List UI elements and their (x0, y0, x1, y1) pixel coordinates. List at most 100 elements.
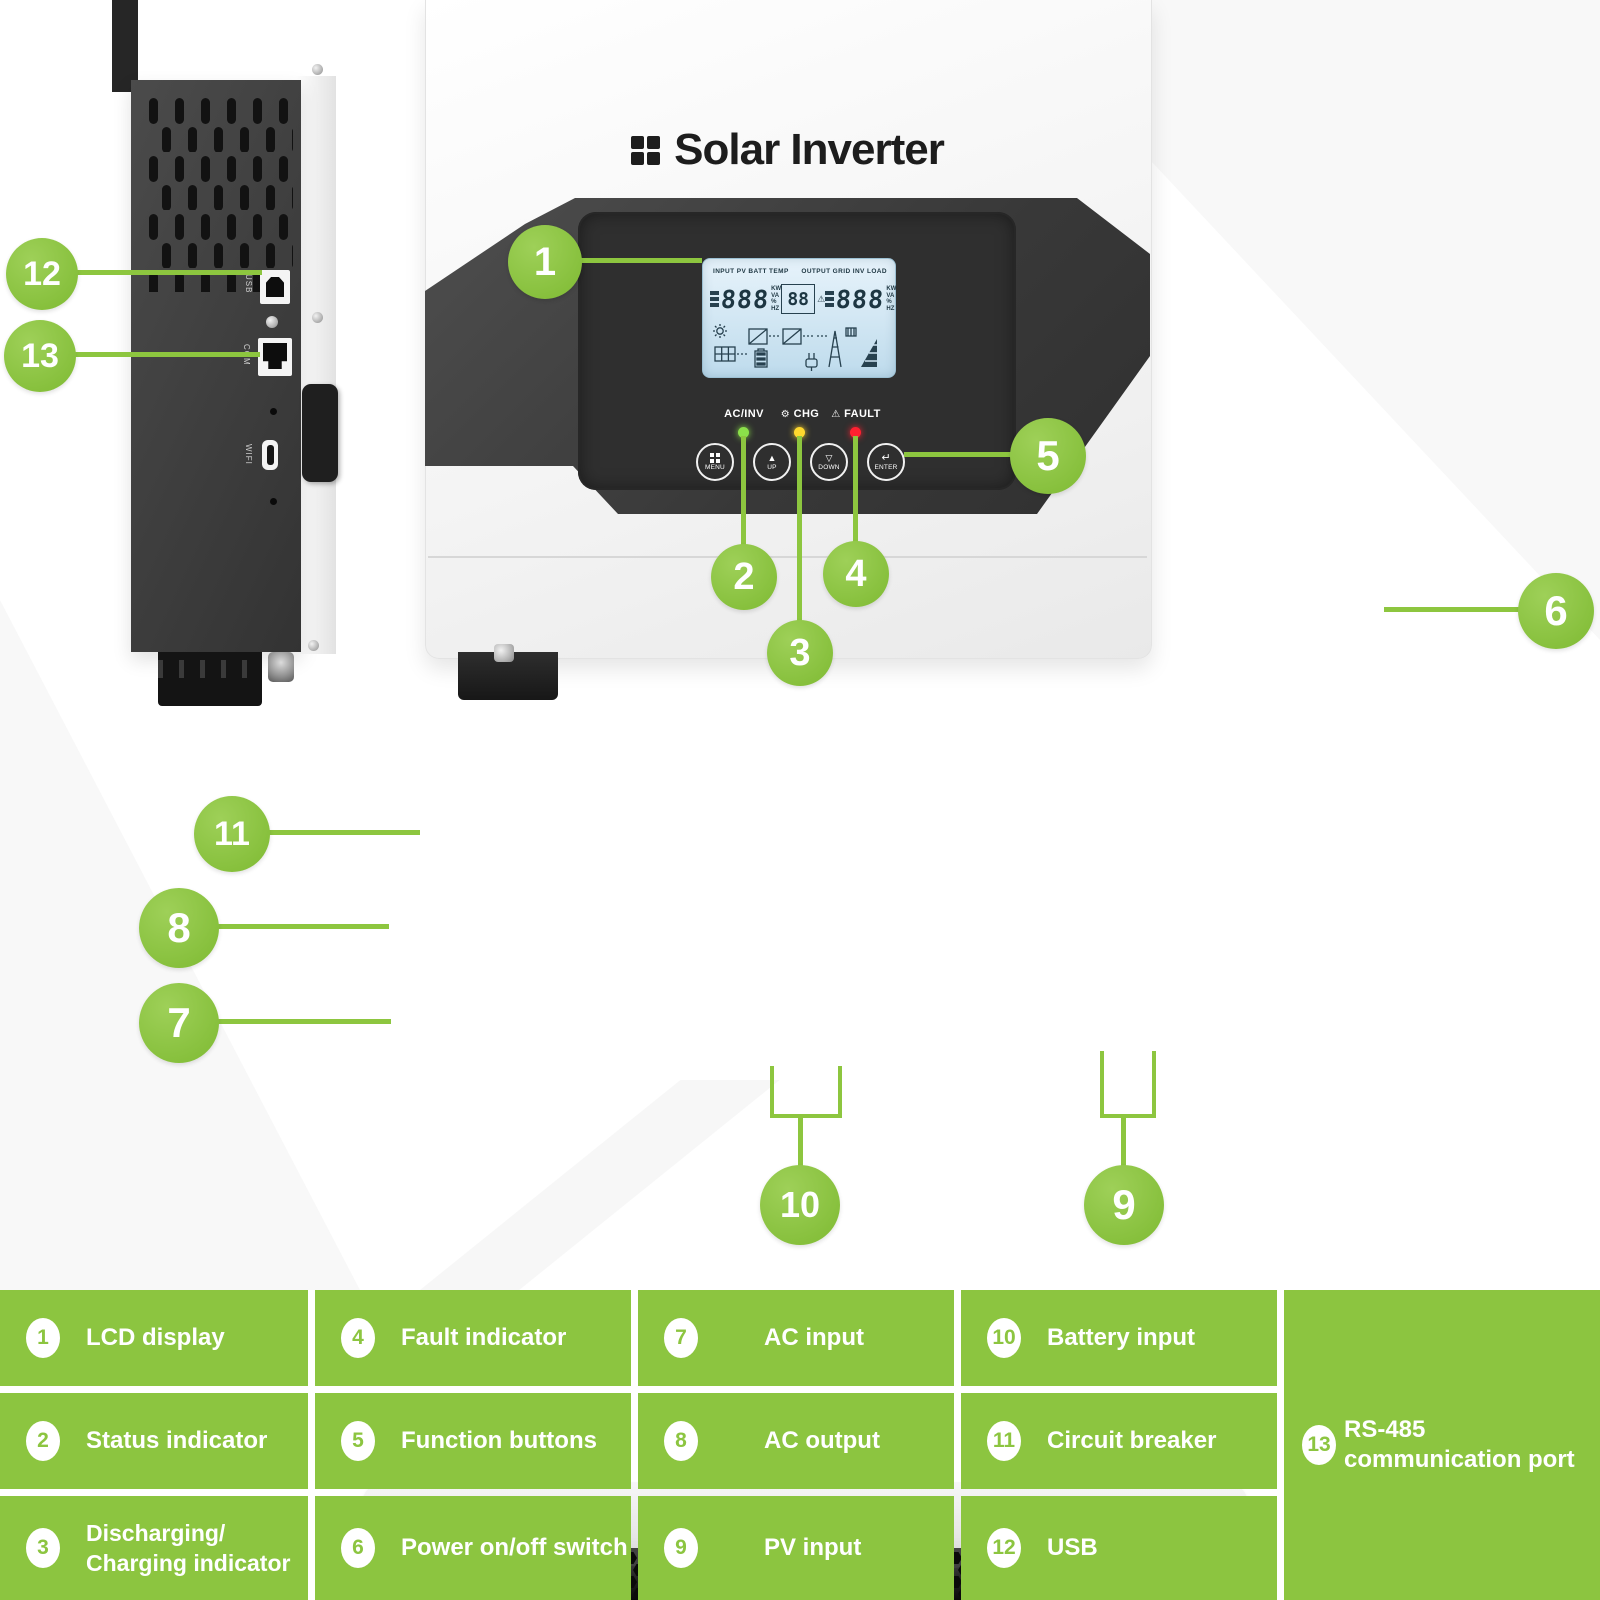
callout-line-7 (217, 1019, 391, 1024)
legend-item-3: 3 Discharging/Charging indicator (0, 1496, 308, 1600)
callout-9: 9 (1084, 1165, 1164, 1245)
body-seam (428, 556, 1147, 558)
fault-led (850, 427, 861, 438)
callout-13: 13 (4, 320, 76, 392)
up-button[interactable]: ▲ UP (753, 443, 791, 481)
menu-grid-icon (710, 453, 720, 463)
callout-line-3 (797, 436, 802, 624)
callout-line-11 (268, 830, 420, 835)
legend-number-badge: 4 (341, 1318, 375, 1358)
legend-number-badge: 10 (987, 1318, 1021, 1358)
micro-usb-icon (266, 445, 274, 465)
legend-item-4: 4 Fault indicator (315, 1290, 631, 1386)
legend-item-11: 11 Circuit breaker (961, 1393, 1277, 1489)
side-edge (296, 76, 336, 654)
callout-line-2 (741, 436, 746, 548)
legend-number-badge: 11 (987, 1421, 1021, 1461)
legend-number-badge: 13 (1302, 1425, 1336, 1465)
screw-icon (312, 312, 323, 323)
fault-indicator-label: ⚠ FAULT (831, 408, 881, 420)
chg-led (794, 427, 805, 438)
legend-table: 1 LCD display 2 Status indicator 3 Disch… (0, 1290, 1600, 1600)
lcd-output-label: OUTPUT GRID INV LOAD (801, 268, 887, 275)
gear-icon: ⚙ (780, 409, 791, 420)
legend-item-12: 12 USB (961, 1496, 1277, 1600)
pinhole (270, 498, 277, 505)
legend-number-badge: 7 (664, 1318, 698, 1358)
screw-icon (308, 640, 319, 651)
lcd-right-value: 888 (834, 284, 886, 314)
callout-line-1 (560, 258, 702, 263)
warning-icon: ⚠ (817, 293, 826, 304)
callout-5: 5 (1010, 418, 1086, 494)
callout-3: 3 (767, 620, 833, 686)
lcd-input-label: INPUT PV BATT TEMP (713, 268, 789, 275)
vent-grille (145, 94, 293, 292)
triangle-down-icon: ▽ (825, 453, 833, 463)
lcd-energy-flow-icons (713, 324, 877, 371)
lcd-segment-icons (825, 291, 835, 307)
callout-line-6 (1384, 607, 1522, 612)
legend-item-8: 8 AC output (638, 1393, 954, 1489)
legend-item-1: 1 LCD display (0, 1290, 308, 1386)
brand-logo: Solar Inverter (425, 118, 1150, 182)
enter-arrow-icon: ↵ (881, 452, 891, 464)
callout-8: 8 (139, 888, 219, 968)
legend-number-badge: 2 (26, 1421, 60, 1461)
callout-4: 4 (823, 541, 889, 607)
callout-1: 1 (508, 225, 582, 299)
solar-grid-logo-icon (631, 135, 661, 165)
lcd-center-value-box: 88 (781, 284, 816, 314)
callout-line-12 (76, 270, 262, 275)
left-side-view: USB COM WIFI (0, 0, 360, 720)
com-rj45-port (258, 338, 292, 376)
enter-button[interactable]: ↵ ENTER (867, 443, 905, 481)
legend-number-badge: 6 (341, 1528, 375, 1568)
callout-bracket-9 (1100, 1051, 1156, 1118)
callout-stem-9 (1121, 1114, 1126, 1167)
callout-12: 12 (6, 238, 78, 310)
triangle-up-icon: ▲ (767, 453, 777, 463)
callout-line-4 (853, 436, 858, 544)
menu-button[interactable]: MENU (696, 443, 734, 481)
pinhole (270, 408, 277, 415)
brand-logo-text: Solar Inverter (674, 125, 945, 174)
warning-icon: ⚠ (831, 409, 841, 420)
acinv-indicator-label: AC/INV (724, 408, 764, 420)
mounting-bracket (112, 0, 138, 92)
callout-bracket-10 (770, 1066, 842, 1118)
wifi-port (262, 440, 278, 470)
lcd-segment-icons (710, 291, 719, 307)
legend-number-badge: 5 (341, 1421, 375, 1461)
legend-number-badge: 9 (664, 1528, 698, 1568)
callout-11: 11 (194, 796, 270, 872)
lcd-left-value: 888 (719, 284, 771, 314)
usb-b-icon (266, 277, 284, 297)
legend-item-5: 5 Function buttons (315, 1393, 631, 1489)
bolt-icon (494, 644, 514, 662)
callout-line-5 (904, 452, 1014, 457)
legend-item-6: 6 Power on/off switch (315, 1496, 631, 1600)
legend-number-badge: 1 (26, 1318, 60, 1358)
wifi-port-label: WIFI (244, 444, 253, 465)
callout-6: 6 (1518, 573, 1594, 649)
lcd-display: INPUT PV BATT TEMP OUTPUT GRID INV LOAD … (702, 258, 896, 378)
callout-line-8 (217, 924, 389, 929)
legend-number-badge: 3 (26, 1528, 60, 1568)
bottom-terminal-block (158, 652, 262, 706)
handle (302, 384, 338, 482)
legend-item-2: 2 Status indicator (0, 1393, 308, 1489)
chg-indicator-label: ⚙ CHG (780, 408, 820, 420)
usb-port (260, 270, 290, 304)
down-button[interactable]: ▽ DOWN (810, 443, 848, 481)
callout-stem-10 (798, 1114, 803, 1167)
screw-icon (266, 316, 278, 328)
acinv-led (738, 427, 749, 438)
legend-number-badge: 8 (664, 1421, 698, 1461)
legend-item-10: 10 Battery input (961, 1290, 1277, 1386)
legend-item-7: 7 AC input (638, 1290, 954, 1386)
